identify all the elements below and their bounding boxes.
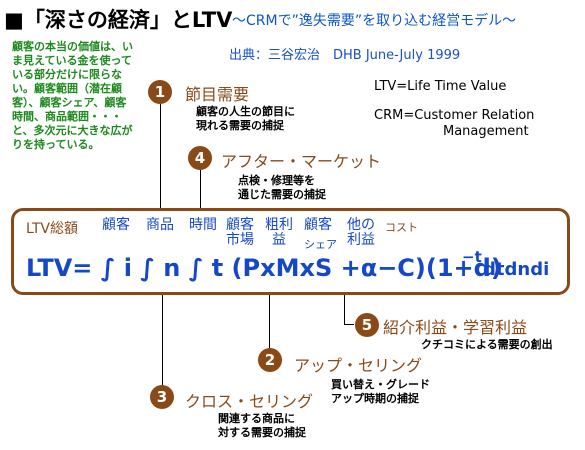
crm-definition-line2: Management xyxy=(443,124,529,139)
label-customer-market-1: 顧客 xyxy=(226,217,254,233)
connector-line-3 xyxy=(162,292,163,396)
label-customer-market-2: 市場 xyxy=(226,232,254,248)
connector-line-5-horizontal xyxy=(344,324,354,325)
ltv-formula-exponent: −t xyxy=(462,248,482,266)
label-product: 商品 xyxy=(146,217,174,233)
ltv-formula-box xyxy=(11,208,570,295)
label-ltv-total: LTV総額 xyxy=(26,221,79,237)
point-3-desc-line1: 関連する商品に xyxy=(218,412,295,425)
point-5-desc: クチコミによる需要の創出 xyxy=(421,338,553,351)
ltv-definition: LTV=Life Time Value xyxy=(374,79,507,94)
diagram-title: ■「深さの経済」とLTV xyxy=(4,8,233,32)
point-3-number: 3 xyxy=(150,385,174,409)
connector-line-4 xyxy=(200,168,201,211)
point-2-desc-line1: 買い替え・グレード xyxy=(331,378,430,391)
connector-line-2 xyxy=(269,292,270,364)
point-4-number: 4 xyxy=(188,146,212,170)
point-5-number: 5 xyxy=(355,313,379,337)
point-2-label: アップ・セリング xyxy=(294,356,423,375)
diagram-subtitle: ～CRMで”逸失需要”を取り込む経営モデル～ xyxy=(232,13,517,29)
point-4-label: アフター・マーケット xyxy=(221,152,382,171)
label-other-profit-2: 利益 xyxy=(347,232,375,248)
point-1-number: 1 xyxy=(148,80,172,104)
ltv-formula-tail: dtdndi xyxy=(483,259,550,280)
source-citation: 出典：三谷宏治 DHB June-July 1999 xyxy=(229,48,461,63)
label-customer: 顧客 xyxy=(102,217,130,233)
label-time: 時間 xyxy=(189,217,217,233)
crm-definition-line1: CRM=Customer Relation xyxy=(374,108,535,123)
point-5-label: 紹介利益・学習利益 xyxy=(383,318,528,337)
side-note: 顧客の本当の価値は、いま見えている金を使っている部分だけに限らない。顧客範囲（潜… xyxy=(12,40,133,151)
point-1-label: 節目需要 xyxy=(185,85,250,104)
point-3-label: クロス・セリング xyxy=(185,392,314,411)
point-3-desc-line2: 対する需要の捕捉 xyxy=(218,426,306,439)
label-other-profit-1: 他の xyxy=(347,217,375,233)
connector-line-5-vertical xyxy=(344,292,345,324)
label-gross-profit-2: 益 xyxy=(272,232,286,248)
label-cost: コスト xyxy=(385,221,418,234)
point-2-number: 2 xyxy=(258,348,282,372)
point-4-desc-line1: 点検・修理等を xyxy=(238,174,315,187)
label-customer-share-1: 顧客 xyxy=(304,217,332,233)
point-1-desc-line1: 顧客の人生の節目に xyxy=(196,105,295,118)
label-gross-profit-1: 粗利 xyxy=(265,217,293,233)
point-4-desc-line2: 通じた需要の捕捉 xyxy=(238,188,326,201)
ltv-formula-main: LTV= ∫ i ∫ n ∫ t (PxMxS +α−C)(1+d) xyxy=(26,254,502,282)
point-2-desc-line2: アップ時期の捕捉 xyxy=(331,392,419,405)
connector-line-1 xyxy=(160,104,161,211)
point-1-desc-line2: 現れる需要の捕捉 xyxy=(196,119,284,132)
label-customer-share-2: シェア xyxy=(304,238,337,251)
